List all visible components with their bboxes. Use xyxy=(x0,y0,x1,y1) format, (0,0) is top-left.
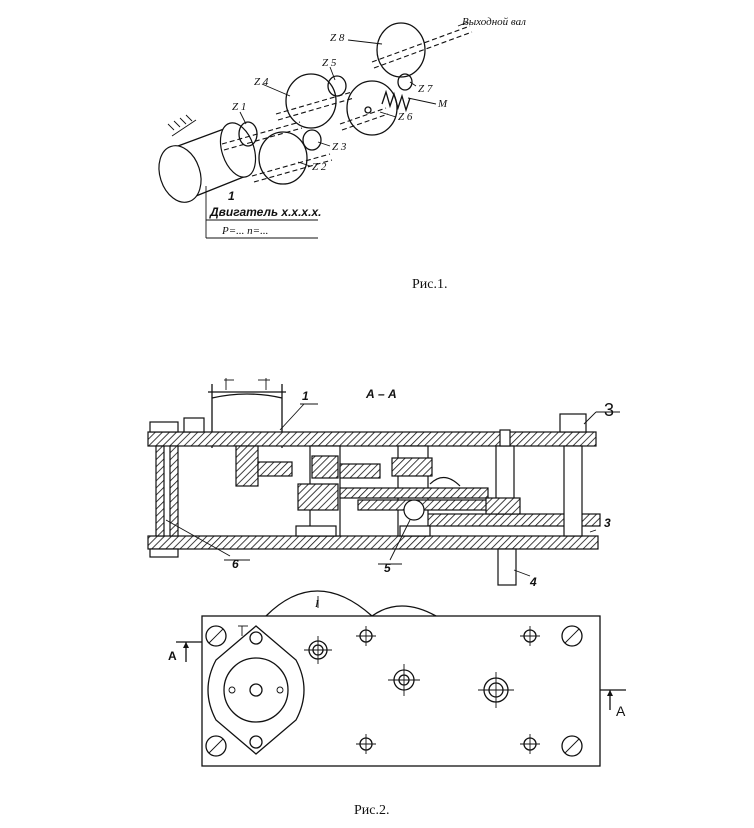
figure-1-caption: Рис.1. xyxy=(412,277,448,292)
part-label-3-top: 3 xyxy=(604,400,614,420)
left-pillar xyxy=(149,421,179,558)
center-marks xyxy=(304,626,540,754)
top-view-label: I xyxy=(314,598,320,610)
gear-label-m: M xyxy=(437,98,448,110)
figure-2-caption: Рис.2. xyxy=(354,803,390,818)
gear-z2 xyxy=(258,131,308,185)
figure-1-kinematic-scheme: Выходной вал Z 8 Z 5 Z 4 Z 7 Z 1 M Z 6 Z… xyxy=(158,16,526,239)
top-plate xyxy=(147,431,597,447)
svg-text:А: А xyxy=(616,703,626,719)
bottom-plate xyxy=(147,535,599,550)
gear-z4 xyxy=(285,73,337,129)
gear-z7 xyxy=(397,73,413,91)
gear-z8 xyxy=(376,22,426,78)
section-title: А – А xyxy=(365,387,397,401)
gear-label-z8: Z 8 xyxy=(330,32,345,44)
part-label-1: 1 xyxy=(302,389,309,403)
screw-left xyxy=(183,417,205,433)
motor-number: 1 xyxy=(228,189,235,203)
right-pillars xyxy=(495,429,583,537)
gear-label-z1: Z 1 xyxy=(232,101,246,113)
motor-cylinder xyxy=(158,122,257,203)
shafts xyxy=(221,25,473,183)
part-label-4: 4 xyxy=(529,575,537,589)
motor-params: P=... n=... xyxy=(221,225,268,237)
gear-label-z7: Z 7 xyxy=(418,83,433,95)
fig2-leaders xyxy=(165,403,620,577)
gear-z5 xyxy=(327,75,347,97)
base-plate xyxy=(201,615,601,767)
gear-arc xyxy=(371,605,437,617)
screw-right xyxy=(559,413,587,433)
gear-z3 xyxy=(302,129,322,151)
gear-label-z6: Z 6 xyxy=(398,111,413,123)
gear-train-section xyxy=(235,445,521,537)
spring-m xyxy=(381,89,411,113)
output-shaft-label: Выходной вал xyxy=(462,16,526,28)
gear-z6 xyxy=(346,80,398,136)
figure-2-section-view: А – А 1 3 3 6 5 4 xyxy=(147,378,620,589)
cut-marker-left: А xyxy=(168,641,202,663)
gear-label-z2: Z 2 xyxy=(312,161,327,173)
gear-label-z5: Z 5 xyxy=(322,57,337,69)
part-label-6: 6 xyxy=(232,557,239,571)
motor-arc xyxy=(265,590,373,617)
gear-z6-hub xyxy=(364,106,372,114)
cut-marker-right: А xyxy=(600,689,626,719)
motor-flange xyxy=(207,625,305,755)
wall-hatch xyxy=(167,114,197,137)
svg-text:А: А xyxy=(168,649,177,663)
corner-screws xyxy=(205,625,583,757)
figure-2-top-view: I А А xyxy=(168,590,626,767)
gear-label-z3: Z 3 xyxy=(332,141,347,153)
output-shaft xyxy=(497,548,517,586)
leader-lines xyxy=(205,21,469,239)
part-label-5: 5 xyxy=(384,561,391,575)
part-label-3-mid: 3 xyxy=(604,516,611,530)
motor-label: Двигатель x.x.x.x. xyxy=(209,205,321,219)
gear-label-z4: Z 4 xyxy=(254,76,269,88)
